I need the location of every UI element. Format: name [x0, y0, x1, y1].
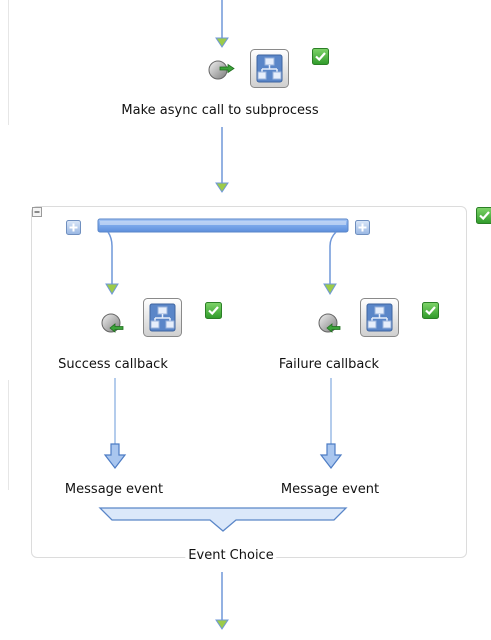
node-label-failure-callback: Failure callback [278, 357, 380, 372]
node-label-async-call: Make async call to subprocess [121, 103, 319, 118]
flow-arrow [323, 231, 337, 295]
left-edge-line [8, 380, 9, 490]
node-label-success-callback: Success callback [58, 357, 168, 372]
node-label-message-event: Message event [64, 482, 164, 497]
subprocess-icon[interactable] [249, 48, 290, 89]
flow-arrow [105, 231, 119, 295]
subprocess-icon[interactable] [359, 297, 400, 338]
node-label-event-choice: Event Choice [185, 548, 277, 563]
event-choice-container[interactable] [31, 206, 467, 558]
subprocess-icon[interactable] [142, 297, 183, 338]
send-message-icon [208, 60, 235, 80]
event-choice-join[interactable] [98, 507, 348, 532]
check-icon [421, 301, 440, 320]
fork-bar[interactable] [97, 218, 349, 233]
receive-message-icon [101, 313, 124, 333]
message-arrow-icon[interactable] [103, 443, 127, 469]
check-icon [204, 301, 223, 320]
flow-arrow [215, 0, 229, 48]
check-icon [311, 47, 330, 66]
expand-icon[interactable] [65, 219, 82, 236]
flow-arrow [215, 572, 229, 630]
flow-arrow [215, 127, 229, 193]
left-edge-line [8, 0, 9, 125]
check-icon [475, 206, 491, 225]
node-label-message-event: Message event [280, 482, 380, 497]
expand-icon[interactable] [354, 219, 371, 236]
message-arrow-icon[interactable] [319, 443, 343, 469]
receive-message-icon [318, 313, 341, 333]
collapse-icon[interactable] [32, 207, 42, 217]
